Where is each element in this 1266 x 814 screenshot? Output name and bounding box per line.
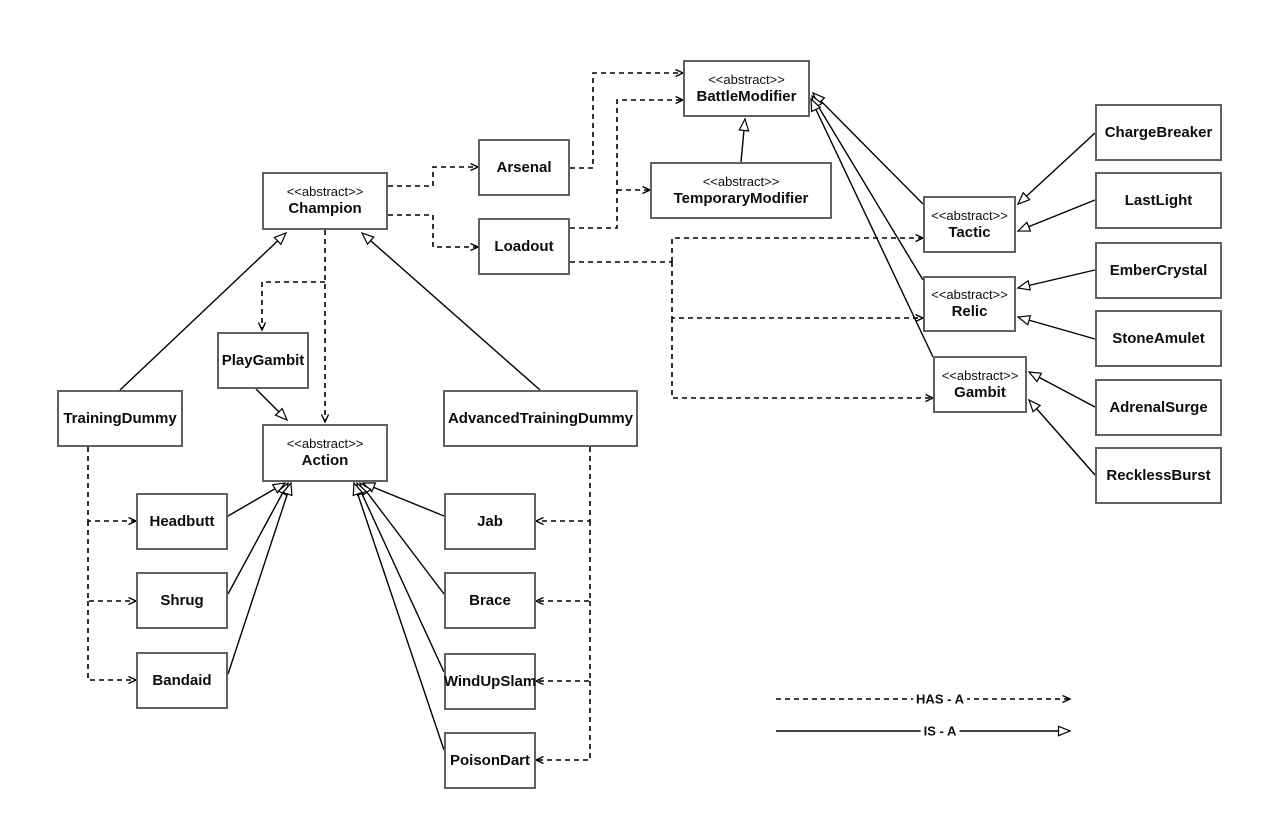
class-name: StoneAmulet xyxy=(1112,329,1205,347)
class-name: WindUpSlam xyxy=(443,672,537,690)
class-box-stoneamulet: StoneAmulet xyxy=(1095,310,1222,367)
hasa-edge-champion-arsenal xyxy=(388,162,480,187)
isa-edge-brace-action xyxy=(360,483,445,595)
class-box-champion: <<abstract>> Champion xyxy=(262,172,388,230)
class-box-brace: Brace xyxy=(444,572,536,629)
class-name: Arsenal xyxy=(496,158,552,176)
class-name: Loadout xyxy=(494,237,554,255)
isa-edge-shrug-action xyxy=(227,483,288,595)
class-box-headbutt: Headbutt xyxy=(136,493,228,550)
class-box-bandaid: Bandaid xyxy=(136,652,228,709)
class-name: Action xyxy=(301,452,349,469)
class-name: EmberCrystal xyxy=(1109,261,1208,279)
class-name: Shrug xyxy=(160,591,204,609)
isa-edge-lastlight-tactic xyxy=(1018,199,1096,231)
isa-edge-adrenalsurge-gambit xyxy=(1029,372,1096,408)
isa-edge-embercrystal-relic xyxy=(1018,269,1096,288)
legend-isa-label: IS - A xyxy=(920,723,960,739)
isa-edge-headbutt-action xyxy=(227,483,285,517)
class-box-arsenal: Arsenal xyxy=(478,139,570,196)
stereotype-label: <<abstract>> xyxy=(286,184,364,199)
isa-edge-recklessburst-gambit xyxy=(1029,400,1096,476)
hasa-edge-trainingdummy-bandaid xyxy=(87,601,138,685)
class-name: AdvancedTrainingDummy xyxy=(447,409,634,427)
hasa-edge-atd-jab xyxy=(534,447,591,526)
class-name: Tactic xyxy=(948,223,991,241)
isa-edge-chargebreaker-tactic xyxy=(1018,132,1096,204)
class-box-trainingdummy: TrainingDummy xyxy=(57,390,183,447)
class-box-loadout: Loadout xyxy=(478,218,570,275)
hasa-edge-atd-poisondart xyxy=(534,681,591,765)
class-box-relic: <<abstract>> Relic xyxy=(923,276,1016,332)
isa-edge-temporarymodifier-battlemodifier xyxy=(741,119,745,163)
class-name: PlayGambit xyxy=(221,351,305,369)
class-box-lastlight: LastLight xyxy=(1095,172,1222,229)
class-box-shrug: Shrug xyxy=(136,572,228,629)
class-name: Brace xyxy=(469,591,511,609)
isa-edge-playgambit-action xyxy=(255,388,287,420)
isa-edge-stoneamulet-relic xyxy=(1018,317,1096,340)
class-name: Champion xyxy=(288,200,362,217)
class-box-chargebreaker: ChargeBreaker xyxy=(1095,104,1222,161)
hasa-edge-loadout-battlemodifier xyxy=(570,95,685,229)
class-name: Headbutt xyxy=(149,512,215,530)
isa-edge-relic-battlemodifier xyxy=(812,96,924,281)
stereotype-label: <<abstract>> xyxy=(931,207,1008,223)
hasa-edge-loadout-tactic xyxy=(671,233,925,262)
class-name: BattleModifier xyxy=(696,87,797,105)
isa-edge-jab-action xyxy=(363,482,445,517)
isa-edge-trainingdummy-champion xyxy=(119,233,286,391)
class-name: RecklessBurst xyxy=(1106,466,1211,484)
class-box-windupslam: WindUpSlam xyxy=(444,653,536,710)
class-name: LastLight xyxy=(1124,191,1193,209)
hasa-edge-atd-brace xyxy=(534,521,591,606)
class-name: Relic xyxy=(951,303,988,320)
hasa-edge-champion-loadout xyxy=(388,214,480,252)
class-name: Bandaid xyxy=(152,671,212,689)
class-box-gambit: <<abstract>> Gambit xyxy=(933,356,1027,413)
class-box-advancedtrainingdummy: AdvancedTrainingDummy xyxy=(443,390,638,447)
class-name: Gambit xyxy=(954,383,1006,401)
hasa-edge-trainingdummy-shrug xyxy=(87,521,138,606)
class-box-adrenalsurge: AdrenalSurge xyxy=(1095,379,1222,436)
isa-edge-tactic-battlemodifier xyxy=(813,93,924,205)
stereotype-label: <<abstract>> xyxy=(702,173,780,189)
hasa-edge-trainingdummy-headbutt xyxy=(87,447,138,526)
legend-hasa-label: HAS - A xyxy=(913,691,967,707)
class-name: PoisonDart xyxy=(449,751,530,769)
class-name: Jab xyxy=(477,512,503,530)
class-box-poisondart: PoisonDart xyxy=(444,732,536,789)
isa-edge-atd-champion xyxy=(362,233,541,391)
class-box-embercrystal: EmberCrystal xyxy=(1095,242,1222,299)
class-name: TemporaryModifier xyxy=(673,189,809,207)
stereotype-label: <<abstract>> xyxy=(286,436,364,451)
isa-edge-poisondart-action xyxy=(354,483,445,751)
class-box-jab: Jab xyxy=(444,493,536,550)
class-name: ChargeBreaker xyxy=(1104,123,1213,141)
class-box-playgambit: PlayGambit xyxy=(217,332,309,389)
hasa-edge-loadout-relic xyxy=(671,262,925,323)
isa-edge-bandaid-action xyxy=(227,483,291,675)
stereotype-label: <<abstract>> xyxy=(708,71,785,87)
class-box-battlemodifier: <<abstract>> BattleModifier xyxy=(683,60,810,117)
stereotype-label: <<abstract>> xyxy=(931,287,1008,302)
class-box-recklessburst: RecklessBurst xyxy=(1095,447,1222,504)
class-box-tactic: <<abstract>> Tactic xyxy=(923,196,1016,253)
hasa-edge-atd-windupslam xyxy=(534,601,591,686)
isa-edge-gambit-battlemodifier xyxy=(811,99,934,358)
hasa-edge-loadout-gambit xyxy=(671,318,935,403)
class-box-temporarymodifier: <<abstract>> TemporaryModifier xyxy=(650,162,832,219)
stereotype-label: <<abstract>> xyxy=(941,367,1019,383)
hasa-edge-arsenal-battlemodifier xyxy=(570,68,685,169)
hasa-edge-champion-playgambit xyxy=(257,281,325,332)
isa-edge-windupslam-action xyxy=(357,483,445,673)
class-box-action: <<abstract>> Action xyxy=(262,424,388,482)
class-name: AdrenalSurge xyxy=(1109,398,1208,416)
class-name: TrainingDummy xyxy=(63,409,177,427)
